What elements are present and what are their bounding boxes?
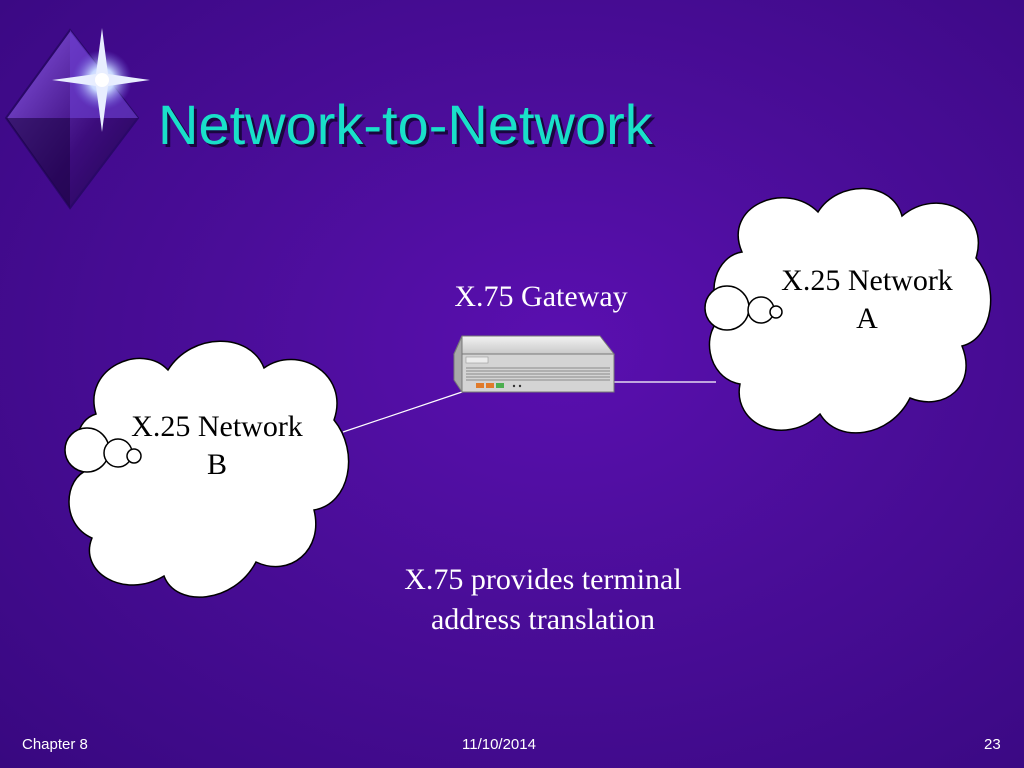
footer-date: 11/10/2014 — [462, 736, 536, 753]
network-a-label: X.25 Network A — [758, 262, 976, 338]
footer-page-number: 23 — [984, 736, 1001, 753]
network-b-label-line2: B — [206, 448, 227, 481]
network-a-label-line2: A — [856, 302, 878, 335]
link-line-b — [342, 391, 463, 433]
cloud-network-b — [64, 340, 350, 598]
translation-note: X.75 provides terminal address translati… — [346, 560, 740, 640]
translation-note-line1: X.75 provides terminal — [404, 563, 682, 596]
network-b-label-line1: X.25 Network — [131, 410, 303, 443]
footer-chapter: Chapter 8 — [22, 736, 88, 753]
cloud-network-a — [704, 187, 992, 434]
network-a-label-line1: X.25 Network — [781, 264, 953, 297]
translation-note-line2: address translation — [430, 603, 656, 636]
star-diamond-icon — [4, 28, 150, 210]
network-b-label: X.25 Network B — [108, 408, 326, 484]
slide-title: Network-to-Network — [158, 93, 653, 156]
router-device-icon — [453, 335, 616, 394]
gateway-label: X.75 Gateway — [454, 280, 628, 313]
